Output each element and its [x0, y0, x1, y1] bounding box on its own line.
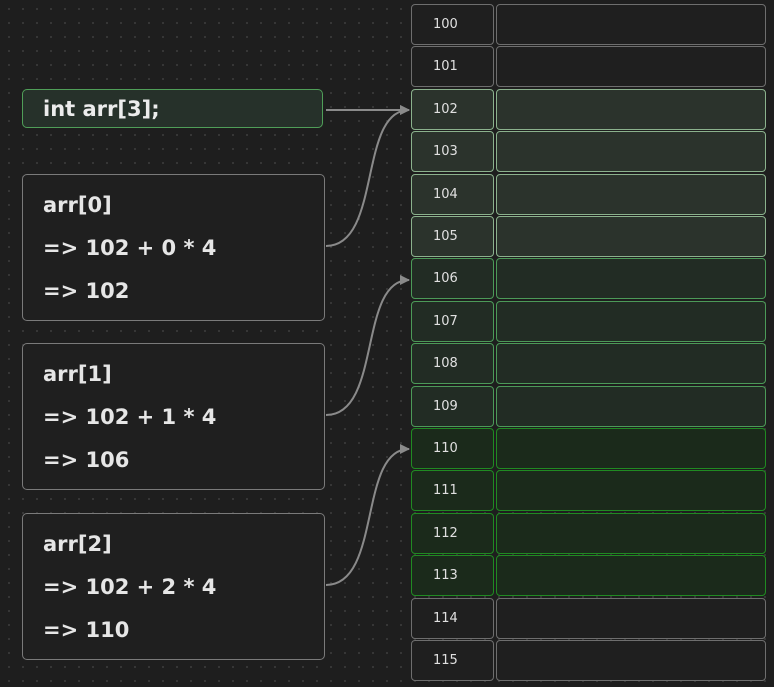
- memory-address: 111: [411, 470, 494, 512]
- memory-row-100[interactable]: 100: [411, 4, 766, 45]
- declaration-node[interactable]: int arr[3];: [22, 89, 323, 128]
- expression-line: => 102 + 0 * 4: [43, 236, 217, 260]
- expression-line: arr[0]: [43, 193, 112, 217]
- expression-line: => 102 + 2 * 4: [43, 575, 217, 599]
- memory-cell[interactable]: [496, 258, 766, 300]
- memory-row-102[interactable]: 102: [411, 88, 766, 130]
- expression-line: => 110: [43, 618, 130, 642]
- expression-line: => 102: [43, 279, 130, 303]
- memory-row-110[interactable]: 110: [411, 428, 766, 469]
- memory-address: 107: [411, 300, 494, 342]
- expression-line: => 102 + 1 * 4: [43, 405, 217, 429]
- expression-node-arr1[interactable]: arr[1] => 102 + 1 * 4 => 106: [22, 343, 325, 490]
- memory-cell[interactable]: [496, 131, 766, 173]
- memory-row-111[interactable]: 111: [411, 470, 766, 512]
- memory-cell[interactable]: [496, 46, 766, 88]
- memory-address: 110: [411, 428, 494, 469]
- memory-cell[interactable]: [496, 173, 766, 215]
- memory-cell[interactable]: [496, 512, 766, 554]
- connector-arr2-to-110: [325, 444, 410, 586]
- memory-cell[interactable]: [496, 385, 766, 427]
- expression-line: => 106: [43, 448, 130, 472]
- memory-address: 103: [411, 131, 494, 173]
- memory-address: 108: [411, 343, 494, 385]
- declaration-text: int arr[3];: [43, 96, 160, 121]
- memory-cell[interactable]: [496, 555, 766, 597]
- memory-cell[interactable]: [496, 597, 766, 639]
- expression-line: arr[2]: [43, 532, 112, 556]
- memory-row-108[interactable]: 108: [411, 343, 766, 385]
- memory-address: 100: [411, 4, 494, 45]
- expression-node-arr2[interactable]: arr[2] => 102 + 2 * 4 => 110: [22, 513, 325, 660]
- memory-row-106[interactable]: 106: [411, 258, 766, 300]
- expression-line: arr[1]: [43, 362, 112, 386]
- memory-cell[interactable]: [496, 216, 766, 257]
- memory-row-105[interactable]: 105: [411, 216, 766, 257]
- memory-row-103[interactable]: 103: [411, 131, 766, 173]
- memory-cell[interactable]: [496, 640, 766, 681]
- memory-cell[interactable]: [496, 428, 766, 469]
- memory-address: 104: [411, 173, 494, 215]
- memory-address: 109: [411, 385, 494, 427]
- memory-row-113[interactable]: 113: [411, 555, 766, 597]
- memory-address: 101: [411, 46, 494, 88]
- memory-row-104[interactable]: 104: [411, 173, 766, 215]
- memory-address: 113: [411, 555, 494, 597]
- memory-cell[interactable]: [496, 88, 766, 130]
- connector-arr0-to-102: [325, 105, 410, 247]
- memory-cell[interactable]: [496, 4, 766, 45]
- memory-row-114[interactable]: 114: [411, 597, 766, 639]
- memory-address: 106: [411, 258, 494, 300]
- memory-row-107[interactable]: 107: [411, 300, 766, 342]
- memory-address: 102: [411, 88, 494, 130]
- memory-cell[interactable]: [496, 343, 766, 385]
- memory-address: 115: [411, 640, 494, 681]
- memory-address: 105: [411, 216, 494, 257]
- memory-cell[interactable]: [496, 470, 766, 512]
- memory-row-109[interactable]: 109: [411, 385, 766, 427]
- expression-node-arr0[interactable]: arr[0] => 102 + 0 * 4 => 102: [22, 174, 325, 321]
- connector-arr1-to-106: [325, 275, 410, 416]
- memory-row-101[interactable]: 101: [411, 46, 766, 88]
- memory-row-112[interactable]: 112: [411, 512, 766, 554]
- memory-address: 112: [411, 512, 494, 554]
- memory-address: 114: [411, 597, 494, 639]
- memory-row-115[interactable]: 115: [411, 640, 766, 681]
- memory-cell[interactable]: [496, 300, 766, 342]
